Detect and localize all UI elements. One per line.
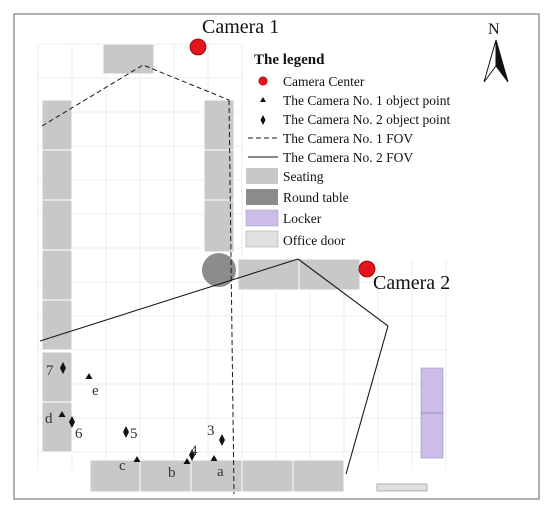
- floor-grid: [37, 43, 447, 470]
- object-point-a: [210, 455, 218, 461]
- camera-1-fov: [41, 64, 235, 495]
- seating-mid-column: [203, 199, 235, 253]
- legend-locker-swatch: [245, 209, 279, 227]
- legend-office-door-swatch: [245, 230, 279, 248]
- round-table: [202, 253, 236, 287]
- legend-item-label: The Camera No. 2 object point: [283, 112, 450, 127]
- legend-item-label: The Camera No. 1 object point: [283, 93, 450, 108]
- point-labels: a b c d e 3 4 5 6 7: [45, 363, 224, 481]
- seating-bottom-row: [241, 459, 294, 493]
- object-point-d: [58, 411, 66, 417]
- seating-bottom-row: [292, 459, 345, 493]
- label-d: d: [45, 411, 53, 427]
- legend-item-label: Round table: [283, 190, 349, 205]
- legend-item-label: Camera Center: [283, 74, 365, 89]
- object-point-4: [189, 449, 195, 461]
- legend-round-table-swatch: [246, 189, 278, 205]
- legend-item-label: Seating: [283, 169, 324, 184]
- camera-2-center: [358, 260, 376, 278]
- legend-item-label: The Camera No. 1 FOV: [283, 131, 413, 146]
- label-3: 3: [207, 423, 215, 439]
- north-arrow: N: [483, 21, 509, 83]
- locker: [420, 367, 444, 459]
- label-e: e: [92, 383, 99, 399]
- seating-left-column: [41, 149, 73, 201]
- seating-bottom-row: [139, 459, 192, 493]
- seating-bottom-row: [89, 459, 141, 493]
- object-point-e: [85, 373, 93, 379]
- camera-1-object-points: [58, 373, 218, 464]
- seating-blocks: [41, 43, 361, 493]
- legend-item-label: Office door: [283, 233, 346, 248]
- seating-left-column: [41, 401, 73, 453]
- label-6: 6: [75, 426, 83, 442]
- legend-title: The legend: [254, 52, 325, 68]
- seating-left-column: [41, 351, 73, 403]
- legend-item-label: The Camera No. 2 FOV: [283, 150, 413, 165]
- camera-2-fov: [39, 258, 389, 475]
- object-point-7: [60, 362, 66, 374]
- north-label: N: [488, 21, 500, 38]
- legend-item-label: Locker: [283, 211, 322, 226]
- object-point-3: [219, 434, 225, 446]
- seating-left-column: [41, 199, 73, 251]
- seating-left-column: [41, 299, 73, 351]
- label-4: 4: [190, 443, 198, 459]
- label-c: c: [119, 458, 126, 474]
- camera-1-label: Camera 1: [202, 16, 279, 38]
- object-point-b: [183, 458, 191, 464]
- camera-2-object-points: [60, 362, 225, 461]
- camera-2-label: Camera 2: [373, 272, 450, 294]
- legend-triangle-icon: [260, 97, 266, 102]
- seating-left-column: [41, 99, 73, 151]
- object-point-5: [123, 426, 129, 438]
- legend: The legend Camera Center The Camera No. …: [245, 52, 450, 248]
- legend-seating-swatch: [246, 168, 278, 184]
- seating-right-row: [298, 258, 361, 291]
- camera-1-center: [189, 38, 207, 56]
- office-door: [376, 483, 428, 492]
- object-point-6: [69, 416, 75, 428]
- seating-top: [102, 43, 155, 75]
- seating-mid-column: [203, 149, 235, 201]
- label-5: 5: [130, 426, 138, 442]
- seating-right-row: [237, 258, 300, 291]
- label-a: a: [217, 464, 224, 480]
- legend-diamond-icon: [260, 115, 266, 125]
- label-7: 7: [46, 363, 54, 379]
- object-point-c: [133, 456, 141, 462]
- label-b: b: [168, 465, 176, 481]
- north-arrow-icon-fill: [495, 39, 509, 83]
- seating-left-column: [41, 249, 73, 301]
- legend-camera-dot-icon: [258, 76, 268, 86]
